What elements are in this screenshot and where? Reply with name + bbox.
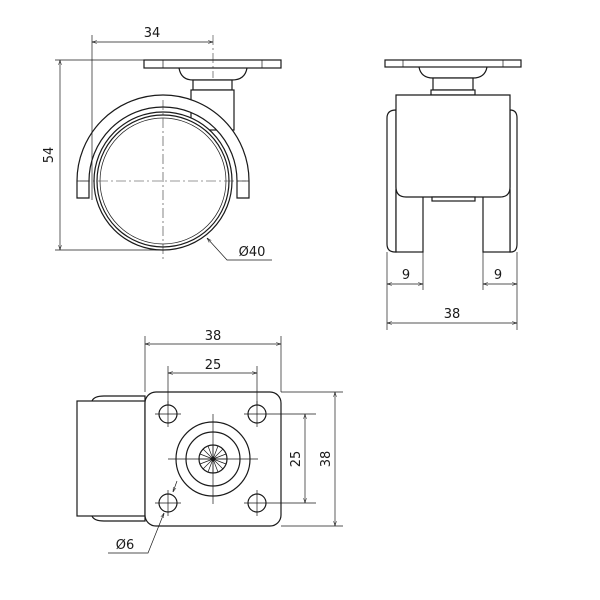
- dimension-34: 34: [144, 26, 161, 41]
- dimension-38-front: 38: [444, 307, 461, 322]
- dimension-38-top: 38: [205, 329, 222, 344]
- dimension-25-right: 25: [289, 451, 304, 468]
- fork: [76, 94, 250, 199]
- top-view: 38 25 25 38 Ø6: [76, 329, 343, 554]
- dimension-9-right: 9: [494, 268, 502, 283]
- side-view: 34 54 Ø40: [42, 26, 282, 262]
- left-wheel: [395, 189, 424, 253]
- wheel-top: [76, 400, 146, 517]
- dimension-diameter-40: Ø40: [239, 245, 266, 260]
- right-wheel: [482, 189, 511, 253]
- dimension-25-top: 25: [205, 358, 222, 373]
- wheel-housing: [395, 94, 511, 198]
- mounting-plate: [143, 59, 282, 69]
- left-wheel-edge: [386, 109, 397, 253]
- front-view: 9 9 38: [384, 59, 522, 330]
- right-wheel-edge: [509, 109, 518, 253]
- dimension-9-left: 9: [402, 268, 410, 283]
- dimension-54: 54: [42, 147, 57, 164]
- dimension-diameter-6: Ø6: [116, 538, 135, 553]
- dimension-38-right: 38: [319, 451, 334, 468]
- mounting-plate: [384, 59, 522, 68]
- mounting-holes: [155, 401, 316, 516]
